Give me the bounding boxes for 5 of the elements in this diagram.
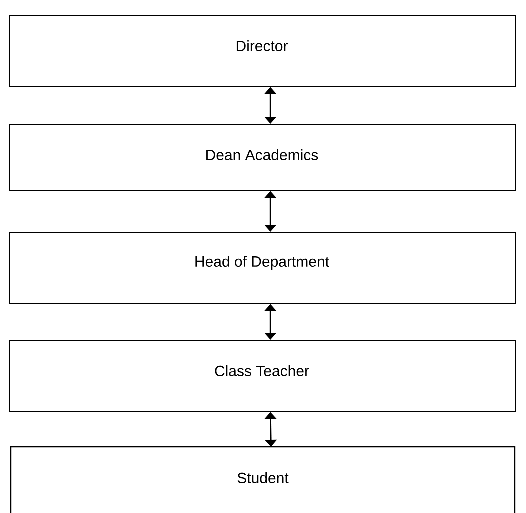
process-box: Dean Academics xyxy=(9,124,516,192)
process-box: Director xyxy=(9,15,516,88)
process-box: Class Teacher xyxy=(9,340,516,412)
process-box: Head of Department xyxy=(9,232,516,304)
process-box: Student xyxy=(10,446,516,513)
